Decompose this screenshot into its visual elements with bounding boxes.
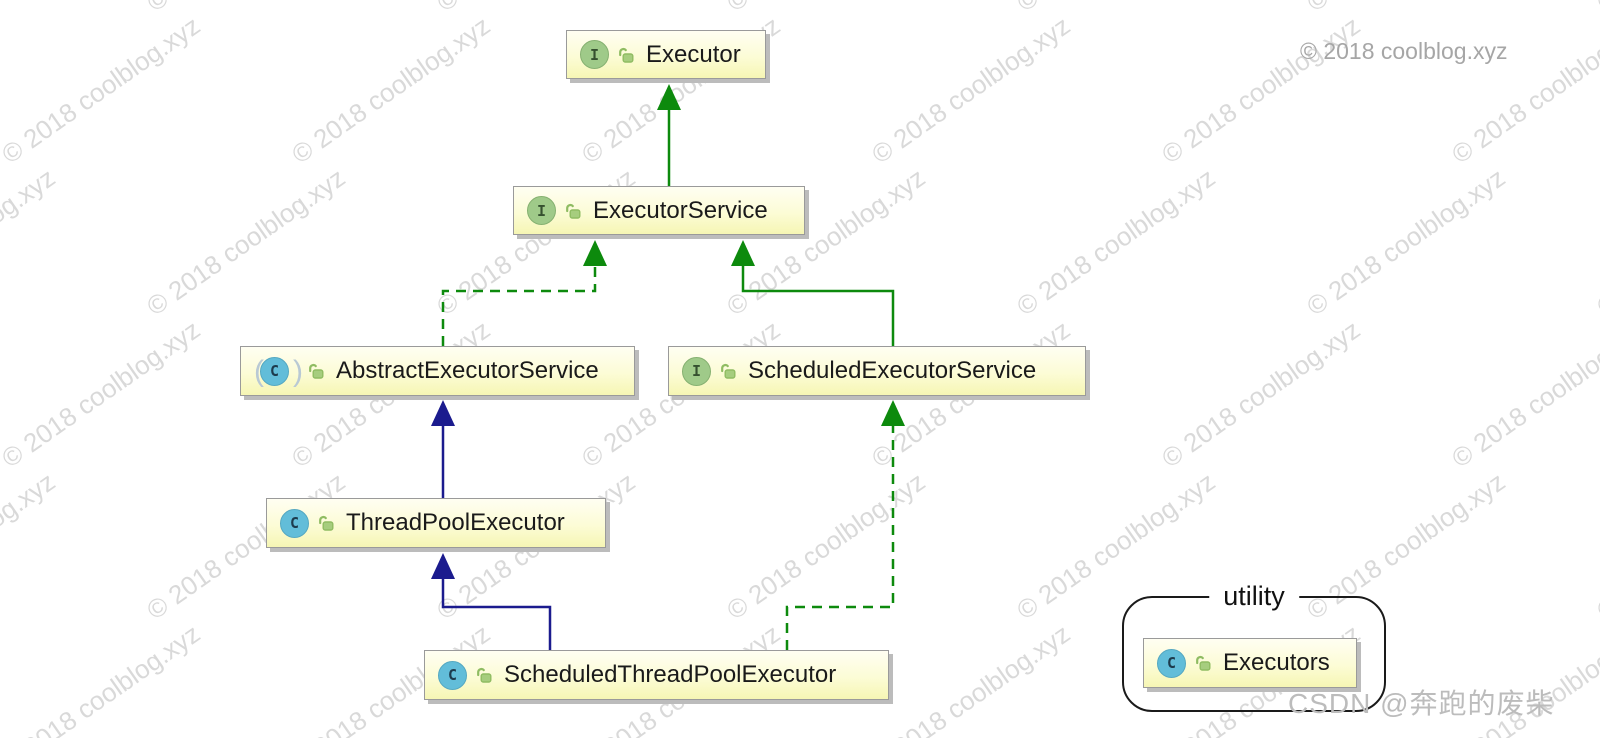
public-lock-icon (719, 362, 737, 380)
public-lock-icon (475, 666, 493, 684)
node-label: AbstractExecutorService (336, 357, 599, 384)
node-label: ExecutorService (593, 196, 768, 224)
class-icon: C (280, 508, 309, 538)
class-node-scheduledexecutorservice[interactable]: I ScheduledExecutorService (668, 346, 1086, 396)
node-label: ScheduledExecutorService (748, 357, 1037, 384)
public-lock-icon (617, 46, 635, 64)
abstract-class-icon: C (254, 356, 307, 386)
csdn-credit-watermark: CSDN @奔跑的废柴 (1288, 688, 1555, 719)
class-node-scheduledthreadpoolexecutor[interactable]: C ScheduledThreadPoolExecutor (424, 650, 889, 700)
class-node-executors[interactable]: C Executors (1143, 638, 1357, 688)
public-lock-icon (1194, 654, 1212, 672)
node-label: ThreadPoolExecutor (346, 509, 565, 536)
utility-group: utility (1122, 581, 1386, 712)
edge-abstractexecutorservice-implements-executorservice (441, 240, 607, 346)
class-node-executorservice[interactable]: I ExecutorService (513, 186, 805, 235)
node-label: Executor (646, 40, 741, 68)
edge-scheduledexecutorservice-extends-executorservice (731, 240, 895, 346)
class-node-threadpoolexecutor[interactable]: C ThreadPoolExecutor (266, 498, 606, 548)
interface-icon: I (682, 356, 711, 386)
node-label: Executors (1223, 649, 1330, 676)
public-lock-icon (317, 514, 335, 532)
class-node-executor[interactable]: I Executor (566, 30, 766, 79)
interface-icon: I (580, 40, 609, 69)
edge-executorservice-extends-executor (657, 84, 681, 186)
node-label: ScheduledThreadPoolExecutor (504, 661, 837, 688)
edge-threadpoolexecutor-extends-abstractexecutorservice (431, 400, 455, 498)
utility-group-title: utility (1209, 581, 1299, 612)
edge-scheduledthreadpoolexecutor-extends-threadpoolexecutor (431, 553, 552, 650)
class-icon: C (438, 660, 467, 690)
copyright-watermark: © 2018 coolblog.xyz (1300, 38, 1508, 64)
class-node-abstractexecutorservice[interactable]: C AbstractExecutorService (240, 346, 635, 396)
public-lock-icon (564, 202, 582, 220)
class-icon: C (1157, 648, 1186, 678)
edge-scheduledthreadpoolexecutor-implements-scheduledexecutorservice (785, 400, 905, 650)
interface-icon: I (527, 196, 556, 225)
public-lock-icon (307, 362, 325, 380)
